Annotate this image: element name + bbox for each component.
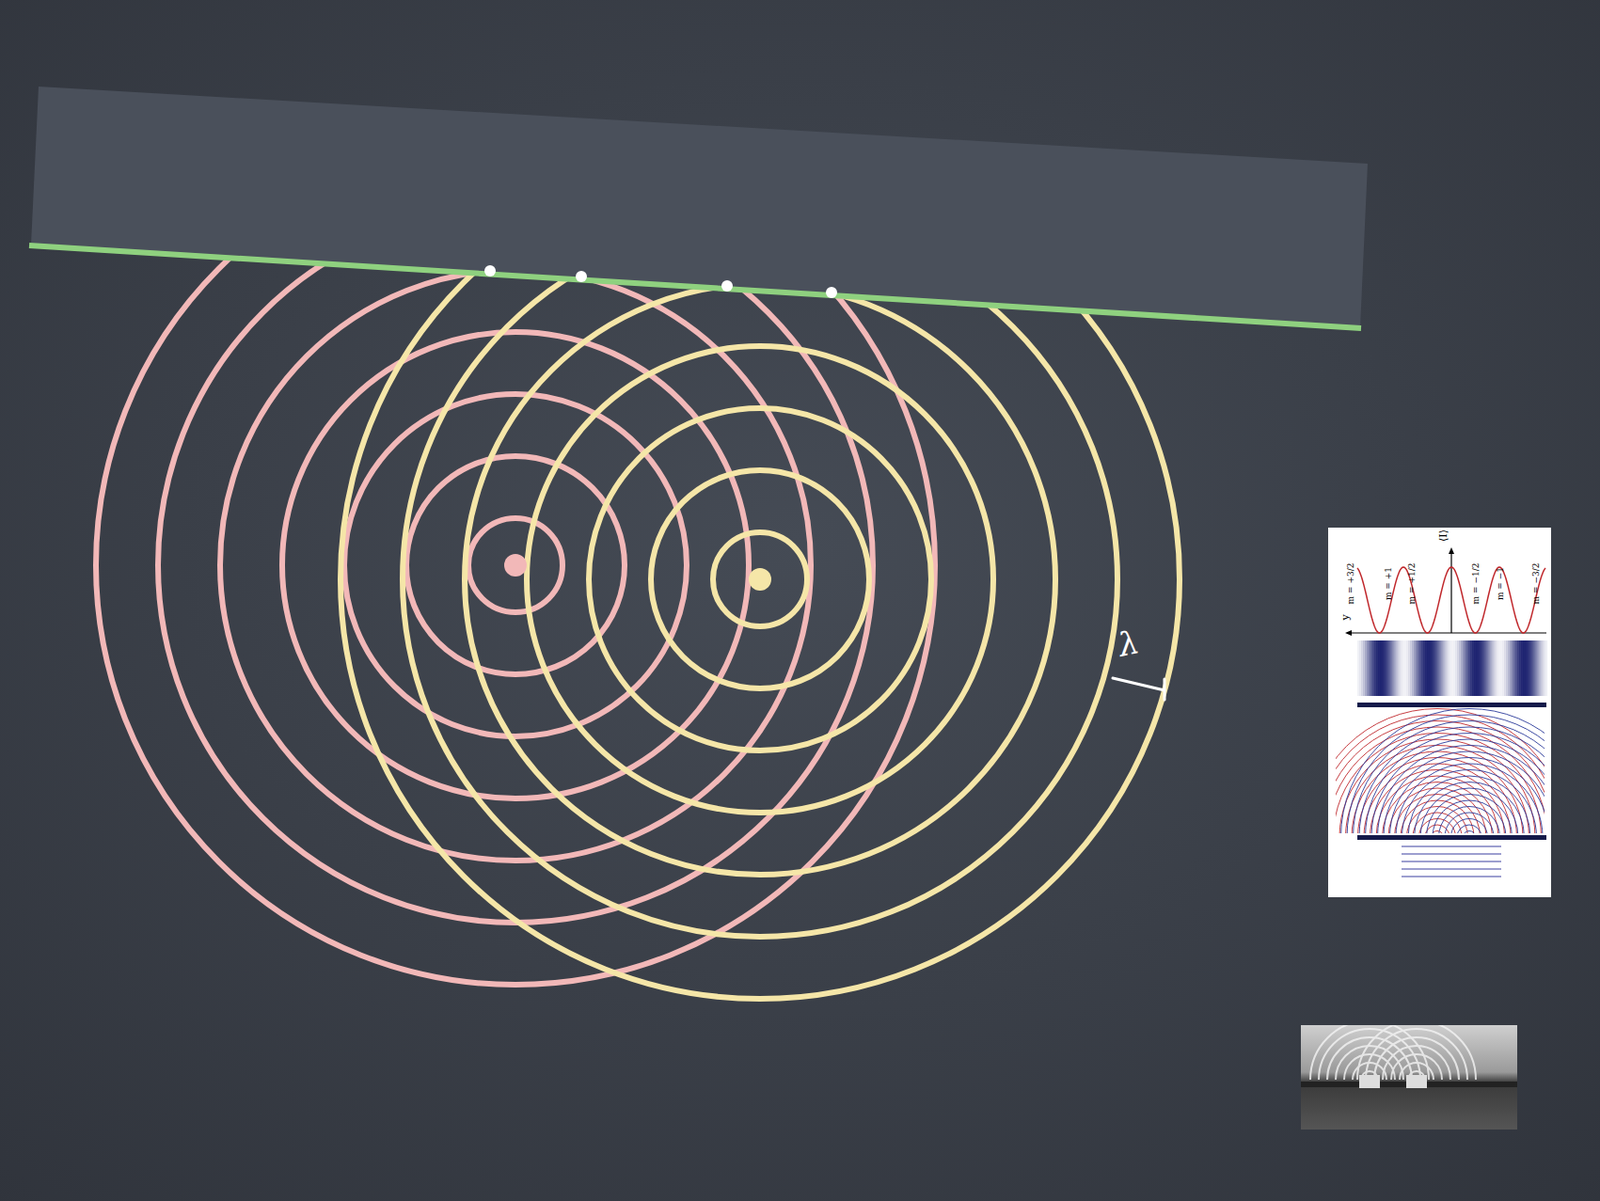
wavelength-marker [1112,678,1165,700]
source-dot [748,568,772,591]
order-label: m = +1 [1384,566,1394,600]
wave-ring [712,532,808,627]
axis-label: y [1340,614,1351,620]
wave-ring [220,269,811,861]
wave-ring [588,408,932,751]
wave-ring [468,518,563,613]
wave-ring [650,470,870,689]
wavelength-label: λ [1115,625,1142,662]
order-label: m = +3/2 [1346,562,1356,604]
order-label: m = −3/2 [1532,562,1541,604]
order-label: m = −1 [1496,566,1505,600]
axis-label: ⟨I⟩ [1438,529,1449,542]
wave-ring [344,394,687,737]
maxima-dots [484,265,838,299]
order-label: m = +1/2 [1408,562,1417,604]
wave-ring [464,284,1056,875]
screen-edge [29,245,1362,329]
wave-ring [526,346,994,813]
order-label: m = −1/2 [1472,562,1481,604]
source-dot [504,554,527,577]
inset-diagram [1309,547,1599,967]
wave-ring [402,221,1118,937]
ripple-tank-photo [1300,1020,1518,1130]
screen [31,86,1368,329]
